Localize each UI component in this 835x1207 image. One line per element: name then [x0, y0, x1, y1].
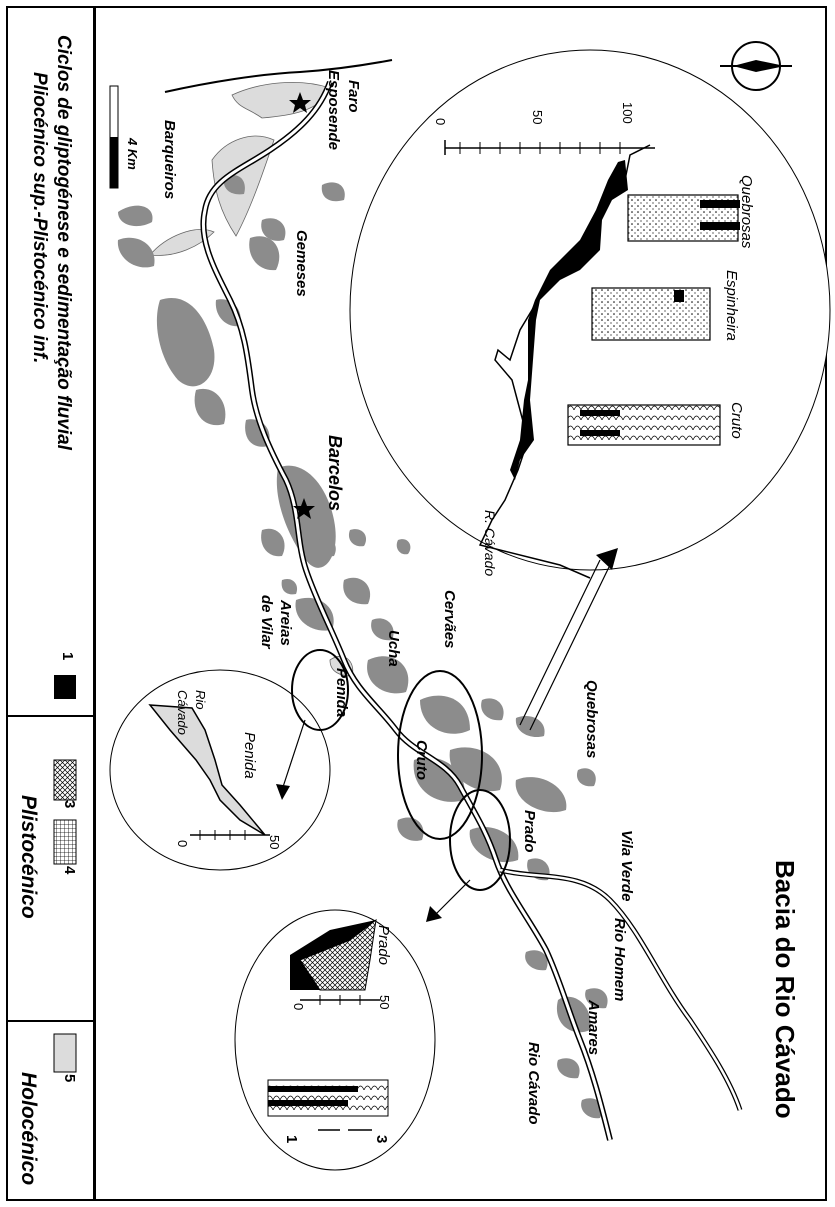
legend-section2: Plistocénico — [17, 795, 40, 919]
inset-main-tick-50: 50 — [530, 110, 545, 125]
inset-penida-river-2: Cávado — [175, 690, 190, 735]
inset-penida-tick-50: 50 — [267, 835, 282, 850]
legend-swatch-1 — [54, 675, 76, 699]
legend-separator-1 — [6, 715, 96, 717]
map-title: Bacia do Rio Cávado — [770, 860, 800, 1119]
label-cervaes: Cervães — [441, 590, 458, 649]
label-prado: Prado — [521, 810, 538, 853]
label-vila-verde: Vila Verde — [618, 830, 635, 902]
inset-prado-unit-3: 3 — [373, 1135, 390, 1144]
legend-key-5: 5 — [61, 1074, 78, 1083]
inset-main-site-cruto: Cruto — [728, 402, 745, 439]
label-esposende: Esposende — [325, 70, 342, 151]
inset-main-frame — [349, 49, 831, 571]
label-barqueiros: Barqueiros — [161, 120, 178, 200]
scale-bar — [109, 85, 119, 189]
legend-separator-2 — [6, 1020, 96, 1022]
legend-key-4: 4 — [61, 866, 78, 875]
label-areias: Areias — [277, 600, 294, 646]
label-rio-cavado: Rio Cávado — [525, 1042, 542, 1125]
star-esposende-icon — [289, 92, 311, 113]
map-frame — [6, 6, 827, 1201]
scale-label: 4 Km — [125, 138, 140, 170]
label-gemeses: Gemeses — [293, 230, 310, 297]
label-ucha: Ucha — [385, 630, 402, 667]
inset-main-profile — [444, 140, 740, 579]
inset-penida-river-1: Rio — [193, 690, 208, 710]
label-de-vilar: de Vilar — [258, 595, 275, 649]
legend-section1-line2: Pliocénico sup.-Plistocénico inf. — [29, 72, 50, 364]
label-amares: Amares — [585, 1000, 602, 1056]
inset-prado-profile — [267, 918, 389, 1131]
inset-main-site-espinheira: Espinheira — [723, 270, 740, 341]
legend-swatch-5 — [53, 1033, 77, 1073]
inset-prado-unit-1: 1 — [283, 1135, 300, 1144]
label-penida: Penida — [333, 668, 350, 718]
north-arrow-icon — [720, 41, 792, 91]
label-barcelos: Barcelos — [325, 435, 345, 512]
label-cruto: Cruto — [413, 740, 430, 780]
legend-key-1: 1 — [59, 652, 76, 661]
legend-swatch-3 — [53, 759, 77, 801]
label-faro: Faro — [345, 80, 362, 113]
legend-swatch-4 — [53, 819, 77, 865]
inset-penida-profile — [148, 704, 270, 840]
inset-prado-tick-0: 0 — [291, 1003, 306, 1011]
legend-column — [6, 6, 96, 1201]
label-rio-homem: Rio Homem — [611, 918, 628, 1002]
inset-prado-site: Prado — [375, 925, 392, 966]
focus-ellipse-quebrosas — [397, 670, 483, 840]
holocene-deposit — [149, 229, 215, 256]
star-barcelos-icon — [293, 498, 315, 519]
inset-main-tick-100: 100 — [620, 102, 635, 124]
inset-main-site-quebrosas: Quebrosas — [738, 175, 755, 249]
legend-section1-line1: Ciclos de gliptogénese e sedimentação fl… — [53, 35, 74, 450]
inset-penida-site: Penida — [241, 732, 258, 779]
inset-penida-tick-0: 0 — [175, 840, 190, 848]
label-quebrosas: Quebrosas — [583, 680, 600, 759]
inset-penida-frame — [109, 669, 331, 871]
coastline — [164, 59, 393, 93]
legend-section3: Holocénico — [17, 1072, 40, 1186]
inset-prado-tick-50: 50 — [377, 995, 392, 1010]
inset-main-tick-0: 0 — [433, 118, 448, 126]
inset-main-river: R. Cávado — [482, 510, 498, 577]
legend-key-3: 3 — [61, 800, 78, 809]
